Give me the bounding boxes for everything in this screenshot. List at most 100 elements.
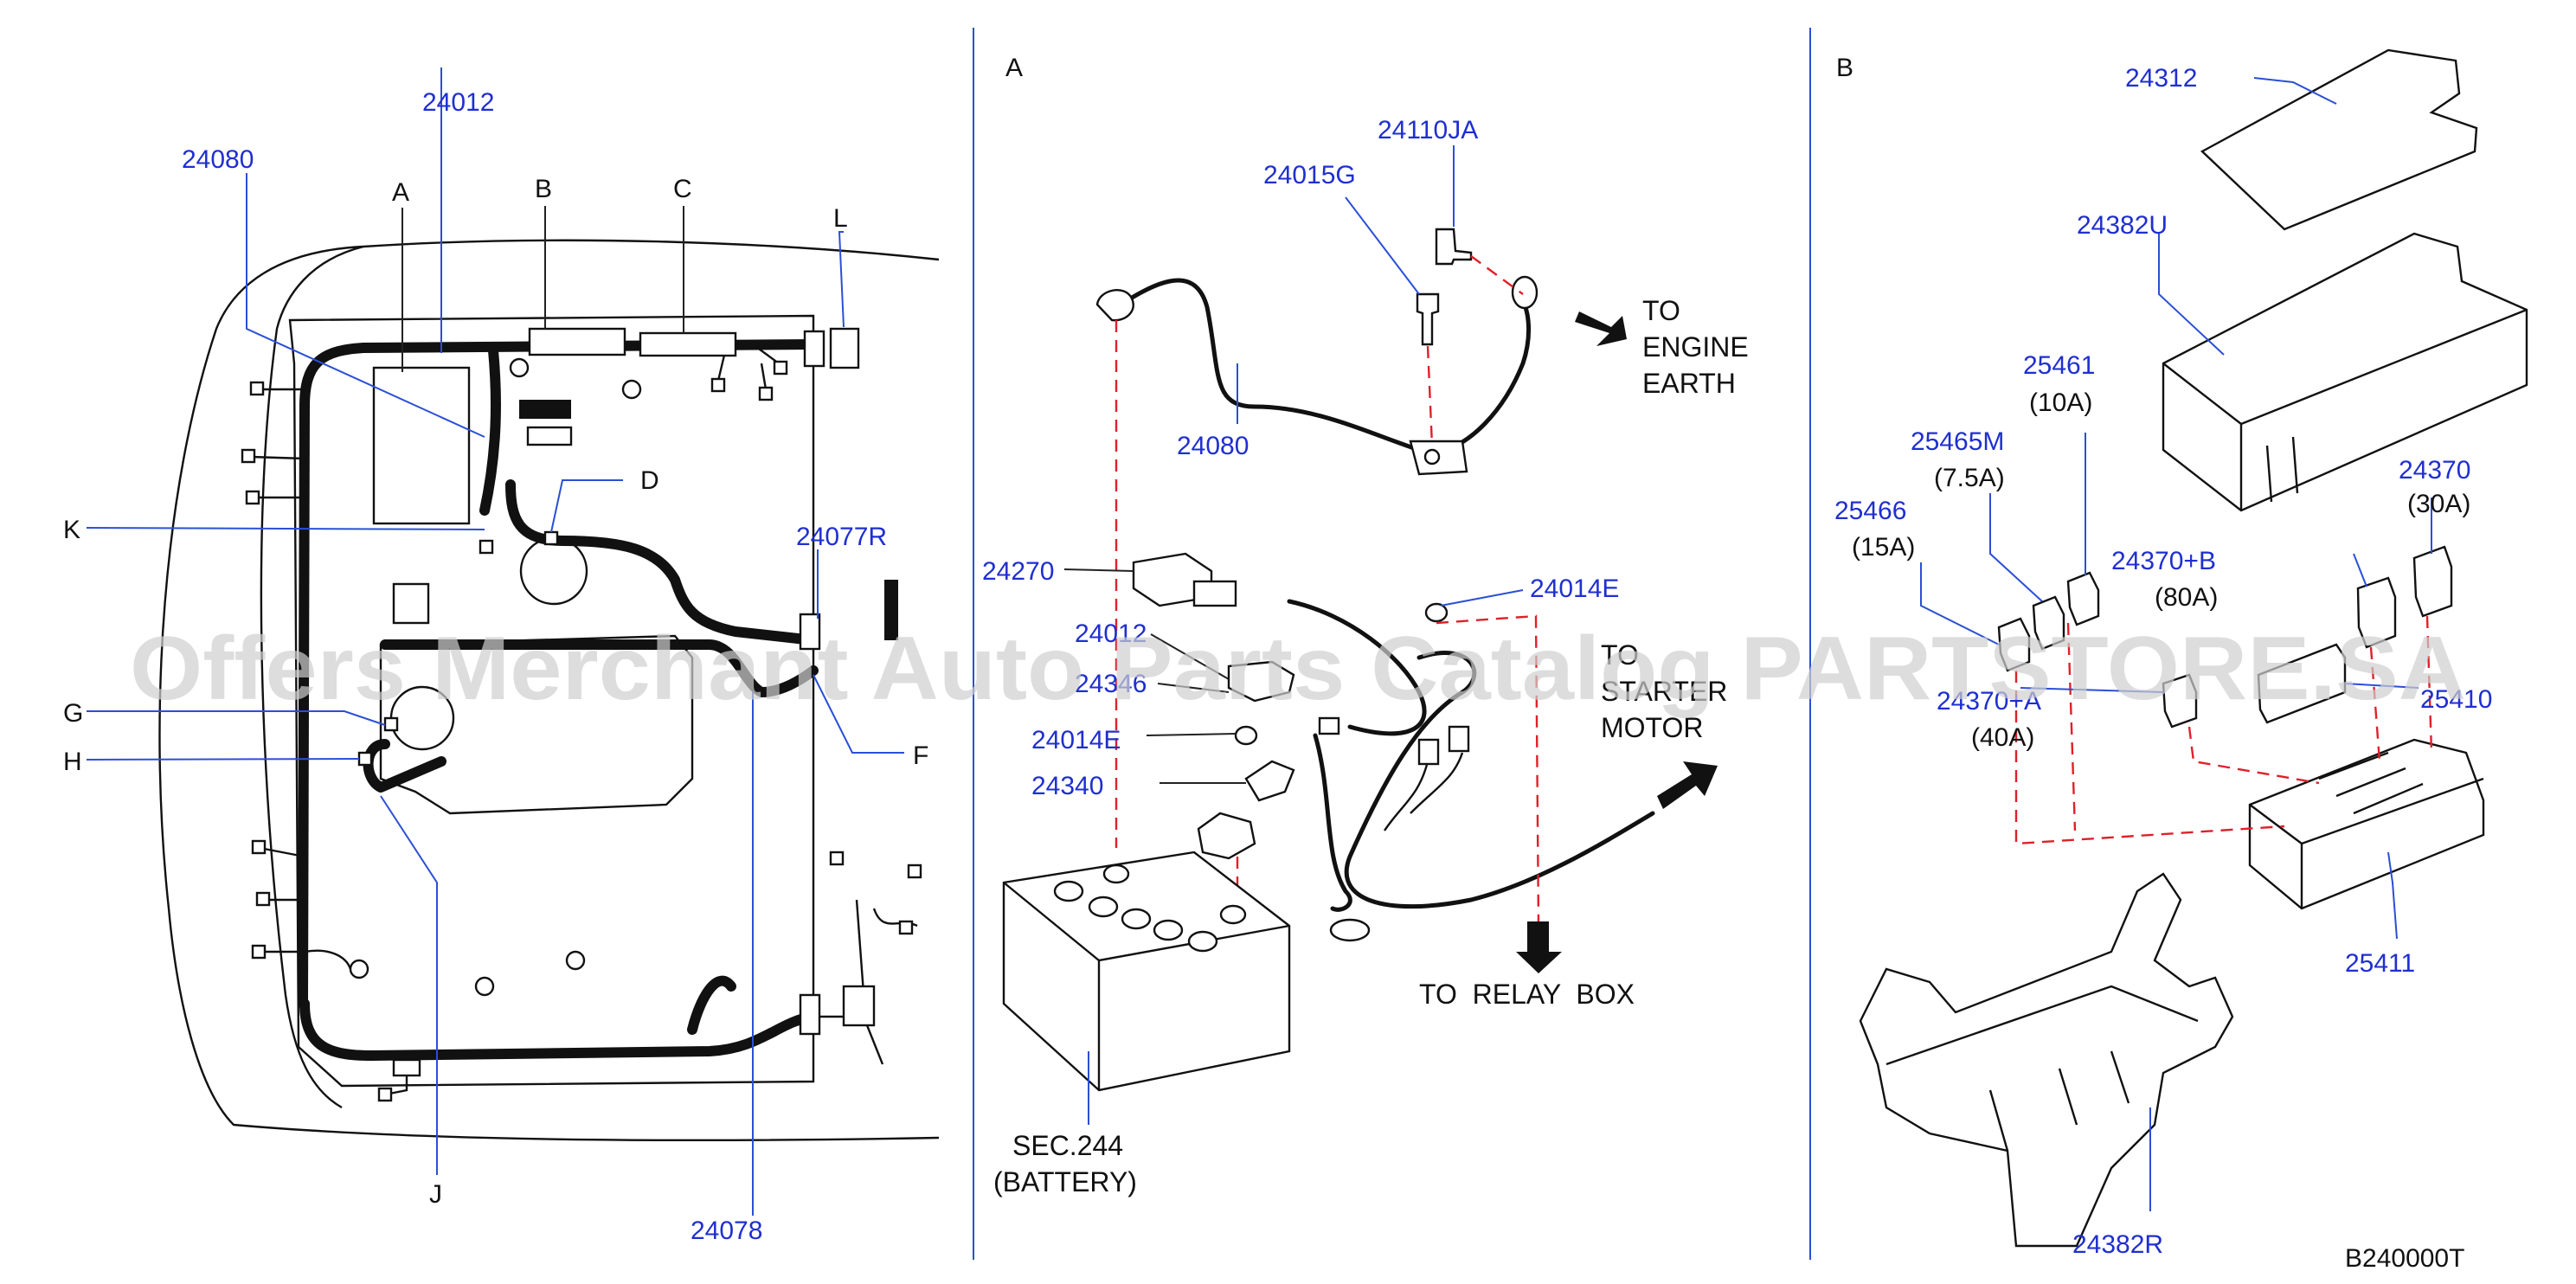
earth-cable-24080	[1114, 278, 1422, 453]
leader-24012-a	[1150, 633, 1230, 680]
clip-lower	[799, 993, 821, 1036]
arrow-relay-box	[1516, 921, 1562, 973]
label-24110ja: 24110JA	[1378, 116, 1478, 144]
view-letter-f: F	[913, 742, 928, 770]
connector-right-2	[907, 863, 922, 879]
label-24012-a: 24012	[1075, 620, 1147, 648]
note-relay-box: TO RELAY BOX	[1419, 979, 1635, 1010]
rating-24370b: (80A)	[2155, 583, 2218, 612]
fuse-link-block	[519, 400, 571, 419]
connector-k	[479, 539, 494, 555]
sense-connector-3	[1318, 716, 1340, 735]
note-engine-earth-2: ENGINE	[1642, 331, 1749, 363]
leader-25411	[2387, 851, 2398, 940]
label-24346: 24346	[1075, 670, 1147, 698]
view-letter-k: K	[63, 516, 80, 544]
positive-cable-starter	[1344, 651, 1655, 909]
rating-24370: (30A)	[2407, 490, 2470, 518]
connector-b	[528, 327, 626, 356]
fuse-25461	[2066, 571, 2100, 626]
connector-lower-right	[842, 985, 876, 1027]
connector-right-3	[898, 920, 914, 935]
label-24014e-top: 24014E	[1530, 575, 1619, 603]
upper-cover-24382u	[2162, 232, 2528, 512]
harness-branch-engine	[505, 479, 819, 645]
view-letter-j: J	[429, 1180, 442, 1209]
label-24370: 24370	[2399, 456, 2470, 485]
figure-code: B240000T	[2345, 1244, 2464, 1273]
view-letter-d: D	[640, 466, 659, 495]
section-label-a: A	[1005, 54, 1023, 82]
leader-24014e-top	[1440, 589, 1524, 607]
note-engine-earth-3: EARTH	[1642, 368, 1736, 399]
relay-block	[392, 582, 430, 625]
fusible-link-holder	[1192, 580, 1237, 607]
leader-j	[380, 795, 438, 1175]
bolt-24110ja	[1435, 228, 1473, 266]
fusible-link-24370	[2412, 545, 2453, 618]
connector-h	[357, 751, 373, 767]
earth-terminal-hole	[1423, 448, 1441, 465]
view-letter-c: C	[673, 175, 692, 203]
label-24270: 24270	[982, 557, 1054, 586]
engine-room-overview: 24012 24080 24077R 24078 A B C D F G H J…	[63, 67, 940, 1245]
fuse-25465m	[2032, 595, 2065, 651]
label-24370a: 24370+A	[1937, 687, 2041, 716]
rating-25466: (15A)	[1852, 533, 1915, 562]
ground-point-1	[474, 976, 495, 997]
engine-bay-outline	[288, 314, 815, 1088]
dash-bolt-to-terminal	[1426, 345, 1434, 446]
connector-left-2	[241, 448, 256, 464]
battery-caps	[1053, 863, 1247, 953]
relay-25410	[2257, 643, 2347, 724]
battery-case	[1002, 851, 1291, 1092]
connector-left-5	[255, 891, 271, 907]
fusible-link-24370b	[2356, 576, 2397, 649]
label-24012: 24012	[422, 88, 494, 117]
harness-branch-battery	[479, 345, 501, 516]
connector-c	[639, 331, 737, 357]
dash-to-relay-box	[1436, 614, 1540, 927]
ground-top-2	[621, 379, 642, 400]
leader-24312	[2253, 77, 2337, 105]
leader-g	[87, 710, 386, 726]
connector-left-1	[249, 381, 265, 396]
rating-25461: (10A)	[2029, 388, 2092, 417]
note-starter-2: STARTER	[1601, 676, 1727, 707]
section-label-b: B	[1836, 54, 1853, 82]
battery-terminal-24340	[1244, 760, 1295, 802]
connector-top-1	[773, 360, 788, 376]
leader-24270	[1063, 568, 1134, 572]
note-battery-ref-2: (BATTERY)	[993, 1166, 1137, 1197]
leader-25466	[1920, 562, 2000, 645]
relay-l	[829, 327, 860, 369]
battery-outline	[372, 366, 471, 525]
label-24015g: 24015G	[1263, 161, 1356, 189]
ground-point-2	[565, 950, 586, 971]
view-letter-l: L	[833, 204, 848, 233]
bumper-outline	[260, 245, 364, 1109]
label-24340: 24340	[1031, 772, 1103, 800]
fuse-block-edges	[2249, 751, 2484, 908]
earth-cable-engine-side	[1425, 296, 1532, 457]
label-24078: 24078	[691, 1217, 762, 1245]
connector-left-3	[245, 490, 260, 505]
connector-bottom-2	[377, 1087, 393, 1102]
upper-cover-edges	[2162, 308, 2528, 510]
nut-24014e-top	[1424, 602, 1449, 623]
positive-cable-24012	[1287, 599, 1427, 736]
leader-l	[838, 231, 845, 328]
vehicle-front-outline	[158, 239, 940, 1141]
lower-harness	[299, 998, 819, 1061]
fusible-link-24370a	[2162, 673, 2198, 729]
dash-bolt-to-lug	[1470, 255, 1524, 295]
leader-24370a	[2020, 687, 2164, 693]
ground-top	[509, 357, 530, 378]
leader-25465m	[1989, 493, 2043, 602]
watermark-text: Offers Merchant Auto Parts Catalog PARTS…	[130, 619, 2466, 719]
fuse-block-25411	[2248, 738, 2485, 910]
label-24370b: 24370+B	[2111, 547, 2216, 575]
connector-left-4	[251, 839, 267, 855]
nut-24014e-bottom	[1234, 725, 1258, 746]
